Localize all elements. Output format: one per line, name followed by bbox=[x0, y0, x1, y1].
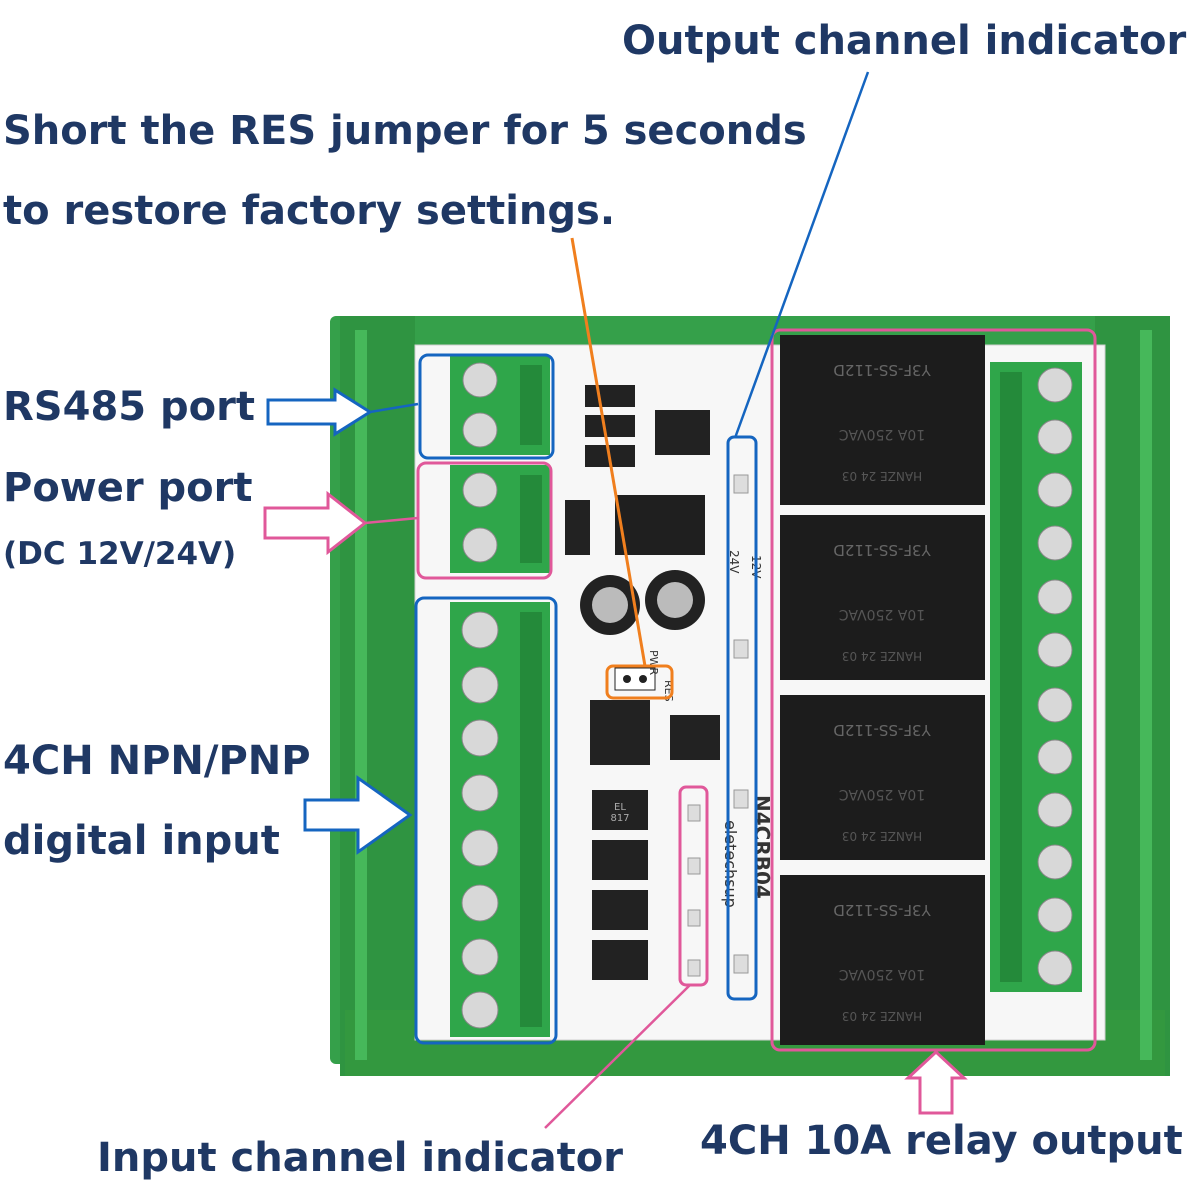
svg-text:Y3F-SS-112D: Y3F-SS-112D bbox=[833, 721, 931, 739]
output-indicator-label: Output channel indicator bbox=[622, 18, 1187, 64]
svg-text:10A 250VAC: 10A 250VAC bbox=[839, 606, 926, 622]
components: EL 817 RES PWR N4CRB04 eletechsup 12V 24… bbox=[565, 385, 774, 980]
din-rail-right-clip bbox=[1095, 316, 1170, 1076]
relay-3 bbox=[780, 515, 985, 680]
relay-arrow-icon bbox=[904, 1049, 968, 1115]
relay-model-text: Y3F-SS-112D bbox=[833, 361, 931, 379]
svg-text:Y3F-SS-112D: Y3F-SS-112D bbox=[833, 541, 931, 559]
power-highlight-box bbox=[416, 461, 553, 580]
power-arrow-icon bbox=[263, 490, 419, 556]
svg-text:HANZE 24 03: HANZE 24 03 bbox=[842, 829, 922, 843]
reset-instruction-line2: to restore factory settings. bbox=[3, 188, 616, 234]
power-terminal bbox=[450, 465, 550, 573]
rs485-arrow-icon bbox=[266, 387, 419, 437]
relay-4 bbox=[780, 335, 985, 505]
output-led-highlight-box bbox=[726, 435, 758, 1001]
power-port-label: Power port bbox=[3, 465, 253, 511]
svg-text:EL: EL bbox=[614, 802, 626, 813]
rs485-port-label: RS485 port bbox=[3, 384, 255, 430]
model-silk: N4CRB04 bbox=[750, 795, 774, 899]
relay-highlight-box bbox=[770, 328, 1097, 1052]
svg-text:HANZE 24 03: HANZE 24 03 bbox=[842, 1009, 922, 1023]
relay-terminal bbox=[990, 362, 1082, 992]
svg-text:10A 250VAC: 10A 250VAC bbox=[839, 786, 926, 802]
input-label-line1: 4CH NPN/PNP bbox=[3, 738, 311, 784]
reset-leader-line bbox=[570, 237, 647, 667]
input-led-highlight-box bbox=[678, 785, 709, 987]
din-rail-left-clip bbox=[340, 316, 415, 1076]
rs485-terminal bbox=[450, 355, 550, 455]
reset-instruction-line1: Short the RES jumper for 5 seconds bbox=[3, 108, 807, 154]
relay-maker-text: HANZE 24 03 bbox=[842, 469, 922, 483]
input-indicator-label: Input channel indicator bbox=[97, 1135, 623, 1181]
svg-text:24V: 24V bbox=[727, 550, 741, 574]
svg-text:10A 250VAC: 10A 250VAC bbox=[839, 966, 926, 982]
res-highlight-box bbox=[605, 664, 674, 700]
input-highlight-box bbox=[414, 596, 558, 1045]
input-terminal bbox=[450, 602, 550, 1037]
input-indicator-leader-line bbox=[544, 984, 691, 1129]
svg-text:Y3F-SS-112D: Y3F-SS-112D bbox=[833, 901, 931, 919]
svg-text:HANZE 24 03: HANZE 24 03 bbox=[842, 649, 922, 663]
relay-2 bbox=[780, 695, 985, 860]
brand-silk: eletechsup bbox=[721, 820, 740, 908]
relay-rating-text: 10A 250VAC bbox=[839, 426, 926, 442]
pwr-silk: PWR bbox=[647, 650, 660, 676]
output-indicator-leader-line bbox=[733, 71, 870, 439]
input-arrow-icon bbox=[303, 775, 413, 855]
relays: Y3F-SS-112D Y3F-SS-112D Y3F-SS-112D Y3F-… bbox=[780, 335, 985, 1045]
relay-output-label: 4CH 10A relay output bbox=[700, 1118, 1183, 1164]
svg-text:817: 817 bbox=[610, 813, 629, 824]
rs485-highlight-box bbox=[418, 353, 555, 460]
relay-1 bbox=[780, 875, 985, 1045]
input-label-line2: digital input bbox=[3, 818, 280, 864]
power-spec-label: (DC 12V/24V) bbox=[3, 536, 237, 572]
